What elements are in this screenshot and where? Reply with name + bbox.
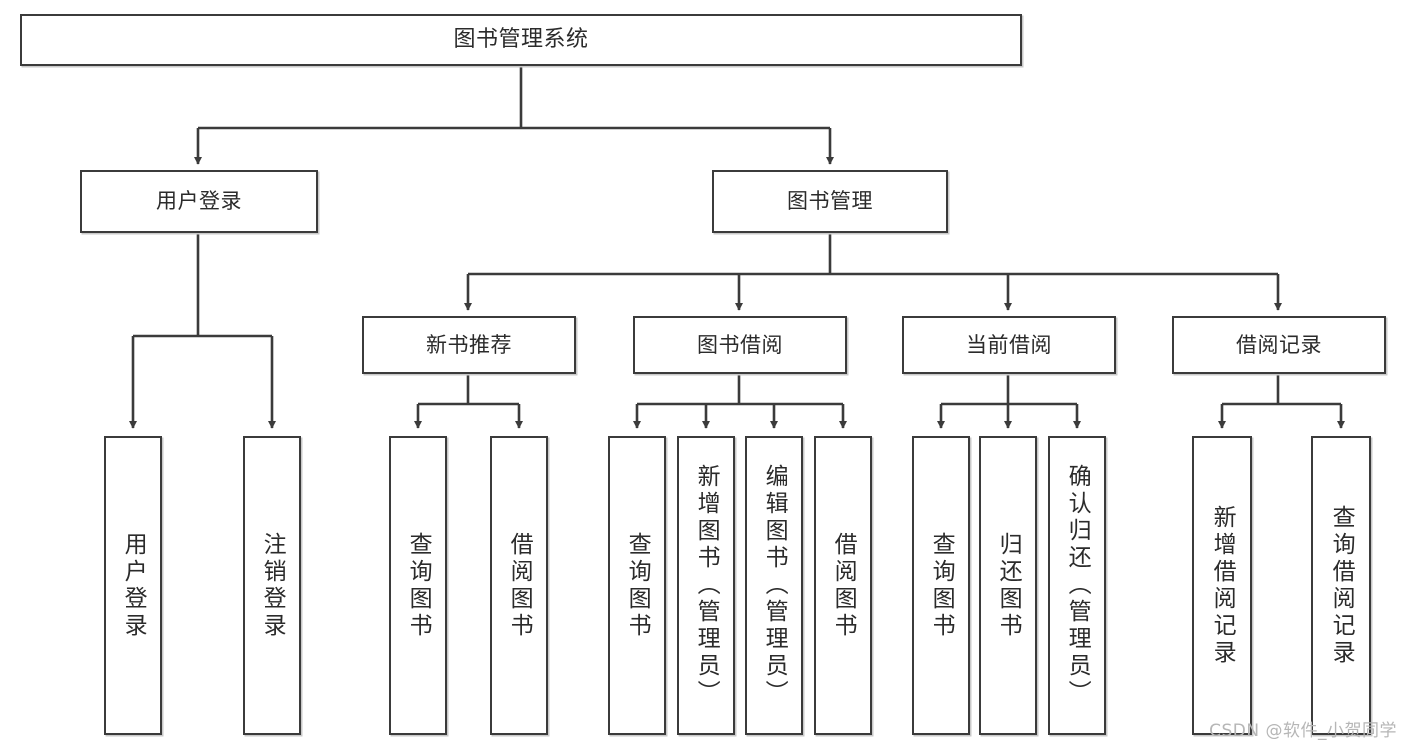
leaf-add-borrow-record[interactable]: 新增借阅记录	[1192, 436, 1252, 735]
node-label: 注销登录	[259, 531, 286, 640]
node-label: 借阅图书	[506, 531, 533, 640]
leaf-edit-book-admin[interactable]: 编辑图书（管理员）	[745, 436, 803, 735]
node-label: 新书推荐	[426, 332, 512, 357]
node-label: 当前借阅	[966, 332, 1052, 357]
leaf-query-borrow-record[interactable]: 查询借阅记录	[1311, 436, 1371, 735]
node-label: 编辑图书（管理员）	[761, 464, 788, 707]
node-label: 查询图书	[405, 531, 432, 640]
leaf-user-login[interactable]: 用户登录	[104, 436, 162, 735]
leaf-return-book[interactable]: 归还图书	[979, 436, 1037, 735]
node-label: 新增图书（管理员）	[693, 464, 720, 707]
leaf-query-book-current[interactable]: 查询图书	[912, 436, 970, 735]
leaf-logout[interactable]: 注销登录	[243, 436, 301, 735]
leaf-borrow-book[interactable]: 借阅图书	[814, 436, 872, 735]
node-current-borrow[interactable]: 当前借阅	[902, 316, 1116, 374]
node-label: 查询图书	[624, 531, 651, 640]
node-label: 用户登录	[156, 189, 242, 214]
node-label: 查询借阅记录	[1328, 504, 1355, 667]
node-book-manage[interactable]: 图书管理	[712, 170, 948, 233]
leaf-borrow-book-new-rec[interactable]: 借阅图书	[490, 436, 548, 735]
node-label: 借阅记录	[1236, 332, 1322, 357]
node-new-book-recommendation[interactable]: 新书推荐	[362, 316, 576, 374]
leaf-confirm-return-admin[interactable]: 确认归还（管理员）	[1048, 436, 1106, 735]
leaf-query-book-borrow[interactable]: 查询图书	[608, 436, 666, 735]
node-label: 用户登录	[120, 531, 147, 640]
node-user-login[interactable]: 用户登录	[80, 170, 318, 233]
node-label: 新增借阅记录	[1209, 504, 1236, 667]
leaf-add-book-admin[interactable]: 新增图书（管理员）	[677, 436, 735, 735]
node-label: 确认归还（管理员）	[1064, 464, 1091, 707]
node-label: 借阅图书	[830, 531, 857, 640]
node-borrow-record[interactable]: 借阅记录	[1172, 316, 1386, 374]
node-root-system[interactable]: 图书管理系统	[20, 14, 1022, 66]
node-label: 图书借阅	[697, 332, 783, 357]
node-label: 归还图书	[995, 531, 1022, 640]
node-label: 查询图书	[928, 531, 955, 640]
leaf-query-book-new-rec[interactable]: 查询图书	[389, 436, 447, 735]
node-label: 图书管理	[787, 189, 873, 214]
node-book-borrow[interactable]: 图书借阅	[633, 316, 847, 374]
csdn-watermark: CSDN @软件_小贺同学	[1209, 721, 1397, 741]
node-label: 图书管理系统	[453, 27, 589, 53]
